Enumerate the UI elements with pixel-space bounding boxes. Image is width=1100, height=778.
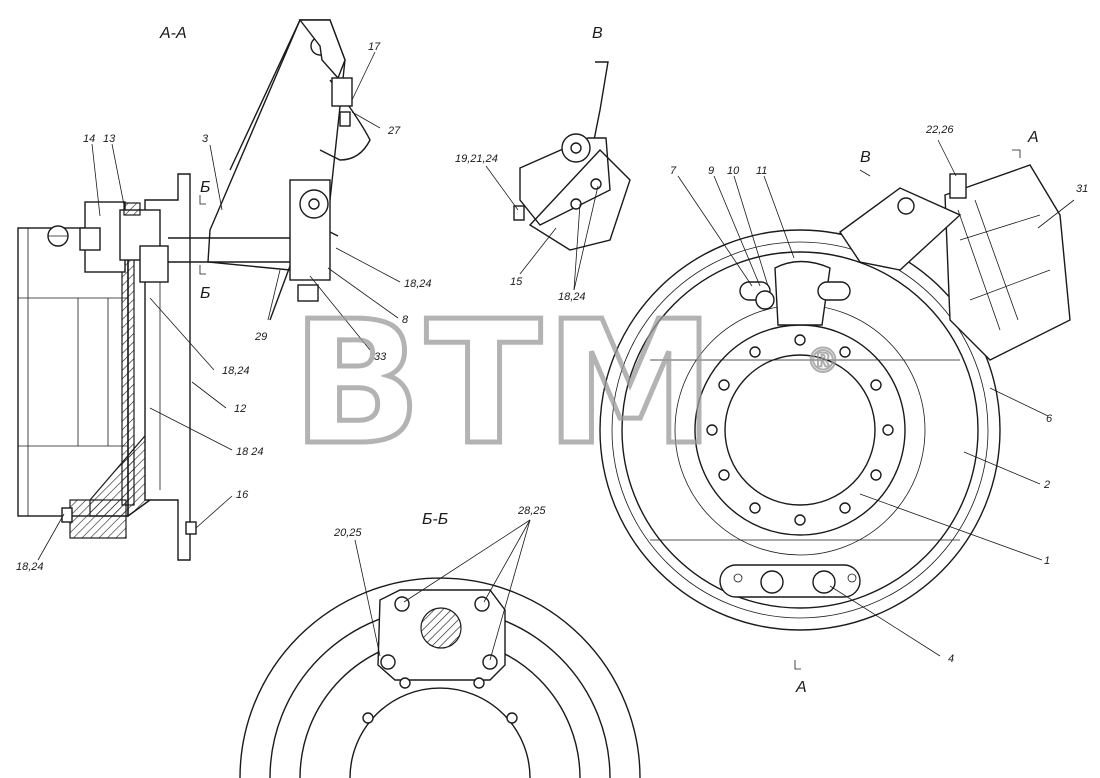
section-mark-a-upper: А: [1027, 129, 1039, 146]
title-section-bb: Б-Б: [422, 511, 448, 528]
callout-18-24-a: 18,24: [404, 278, 432, 290]
callout-17: 17: [368, 41, 381, 53]
callout-14: 14: [83, 133, 95, 145]
callout-9: 9: [708, 165, 714, 177]
view-v-detail: [513, 61, 631, 251]
watermark-registered-mark: ®: [806, 341, 840, 381]
callout-10: 10: [727, 165, 740, 177]
callout-7: 7: [670, 165, 677, 177]
watermark-logo: BTM: [292, 285, 719, 483]
callout-18-24-b: 18,24: [222, 365, 250, 377]
section-aa-view: [17, 19, 371, 561]
callout-12: 12: [234, 403, 246, 415]
callout-27: 27: [387, 125, 401, 137]
callout-19-21-24: 19,21,24: [455, 153, 498, 165]
section-bb-view: [239, 577, 641, 778]
title-section-aa: А-А: [159, 25, 187, 42]
callout-20-25: 20,25: [333, 527, 362, 539]
callout-2: 2: [1043, 479, 1050, 491]
callout-4: 4: [948, 653, 954, 665]
section-mark-b-lower: Б: [200, 285, 210, 302]
callout-22-26: 22,26: [925, 124, 954, 136]
callout-16: 16: [236, 489, 249, 501]
callout-18-24-d: 18,24: [16, 561, 44, 573]
callout-33: 33: [374, 351, 387, 363]
callout-3: 3: [202, 133, 209, 145]
brake-drum-main-view: [599, 164, 1071, 631]
callout-6: 6: [1046, 413, 1053, 425]
section-mark-b-upper: Б: [200, 179, 210, 196]
callout-8: 8: [402, 314, 409, 326]
callout-28-25: 28,25: [517, 505, 546, 517]
title-view-v: В: [592, 25, 603, 42]
callout-15: 15: [510, 276, 523, 288]
callout-13: 13: [103, 133, 116, 145]
part-callouts: 17 27 3 14 13 29 33 8 18,24 18,24 12 18 …: [16, 41, 1088, 665]
callout-1: 1: [1044, 555, 1050, 567]
callout-31: 31: [1076, 183, 1088, 195]
callout-18-24-e: 18,24: [558, 291, 586, 303]
callout-18-24-c: 18 24: [236, 446, 264, 458]
section-marks: [199, 149, 1021, 670]
view-arrow-v: В: [860, 149, 871, 166]
section-mark-a-lower: А: [795, 679, 807, 696]
leader-lines: [37, 51, 1075, 661]
callout-11: 11: [756, 165, 767, 177]
callout-29: 29: [254, 331, 267, 343]
